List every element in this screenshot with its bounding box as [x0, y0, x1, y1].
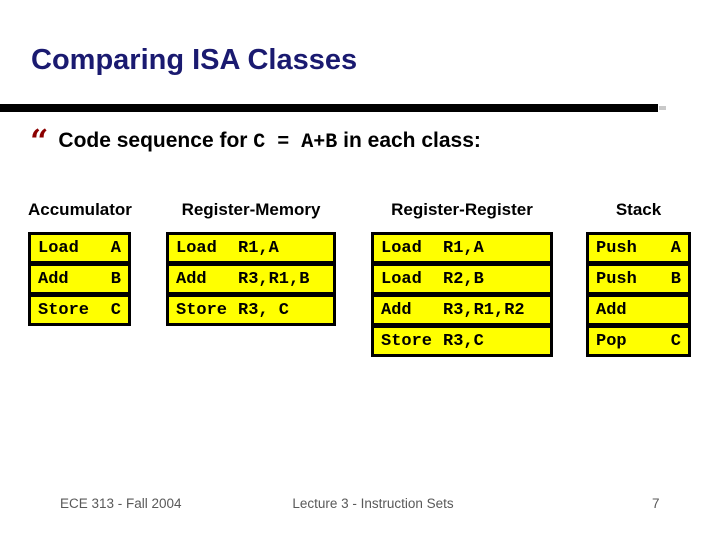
operand: C — [670, 331, 681, 351]
bullet-text-before: Code sequence for — [58, 129, 254, 152]
quote-bullet-icon: “ — [30, 128, 49, 150]
column-stack: Stack Push A Push B Add Pop C — [586, 200, 691, 357]
table-row: Add R3,R1,B — [166, 263, 336, 295]
operand: A — [110, 238, 121, 258]
opcode: Store — [38, 300, 90, 320]
table-row: Load R2,B — [371, 263, 553, 295]
column-register-memory: Register-Memory Load R1,A Add R3,R1,B St… — [166, 200, 336, 326]
opcode: Push — [596, 238, 637, 258]
register-register-table: Load R1,A Load R2,B Add R3,R1,R2 Store R… — [371, 232, 553, 357]
opcode: Push — [596, 269, 637, 289]
opcode: Store — [176, 300, 228, 320]
table-row: Load A — [28, 232, 131, 264]
opcode: Pop — [596, 331, 627, 351]
table-row: Pop C — [586, 325, 691, 357]
operand: A — [670, 238, 681, 258]
title-divider-bar — [0, 104, 658, 112]
opcode: Add — [381, 300, 412, 320]
register-memory-table: Load R1,A Add R3,R1,B Store R3, C — [166, 232, 336, 326]
stack-table: Push A Push B Add Pop C — [586, 232, 691, 357]
column-register-register: Register-Register Load R1,A Load R2,B Ad… — [371, 200, 553, 357]
operand: R3, C — [238, 300, 290, 320]
opcode: Store — [381, 331, 433, 351]
bullet-code-expression: C = A+B — [253, 131, 338, 154]
operand: R3,C — [443, 331, 484, 351]
opcode: Load — [176, 238, 217, 258]
opcode: Add — [38, 269, 69, 289]
table-row: Add B — [28, 263, 131, 295]
opcode: Load — [381, 269, 422, 289]
opcode: Load — [38, 238, 79, 258]
footer-course: ECE 313 - Fall 2004 — [60, 496, 182, 511]
column-header: Accumulator — [28, 200, 132, 219]
table-row: Push B — [586, 263, 691, 295]
bullet-line: “ Code sequence for C = A+B in each clas… — [30, 128, 481, 156]
operand: R3,R1,B — [238, 269, 310, 289]
opcode: Add — [176, 269, 207, 289]
table-row: Store R3, C — [166, 294, 336, 326]
table-row: Store R3,C — [371, 325, 553, 357]
table-row: Load R1,A — [166, 232, 336, 264]
operand: R1,A — [443, 238, 484, 258]
table-row: Push A — [586, 232, 691, 264]
footer-lecture-title: Lecture 3 - Instruction Sets — [292, 496, 454, 511]
column-header: Register-Memory — [181, 200, 321, 219]
bullet-text-after: in each class: — [337, 129, 481, 152]
column-header: Stack — [615, 200, 662, 219]
column-header: Register-Register — [391, 200, 533, 219]
accumulator-table: Load A Add B Store C — [28, 232, 131, 326]
title-divider-bar-tip — [659, 106, 666, 110]
table-row: Store C — [28, 294, 131, 326]
bullet-text: Code sequence for C = A+B in each class: — [58, 128, 480, 156]
opcode: Add — [596, 300, 627, 320]
operand: C — [110, 300, 121, 320]
operand: B — [670, 269, 681, 289]
operand: B — [110, 269, 121, 289]
column-accumulator: Accumulator Load A Add B Store C — [28, 200, 132, 326]
operand: R3,R1,R2 — [443, 300, 525, 320]
operand: R2,B — [443, 269, 484, 289]
table-row: Add — [586, 294, 691, 326]
slide-title: Comparing ISA Classes — [31, 44, 358, 76]
operand: R1,A — [238, 238, 279, 258]
footer-page-number: 7 — [652, 496, 660, 511]
table-row: Load R1,A — [371, 232, 553, 264]
table-row: Add R3,R1,R2 — [371, 294, 553, 326]
opcode: Load — [381, 238, 422, 258]
